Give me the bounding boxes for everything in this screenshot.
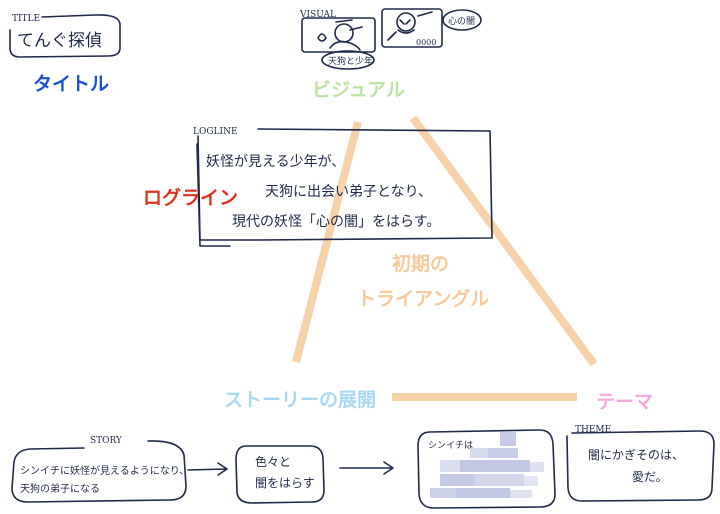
theme-line-2: 愛だ。	[632, 470, 668, 484]
label-visual: ビジュアル	[312, 79, 406, 101]
logline-tag: LOGLINE	[193, 127, 238, 137]
monster-figure	[387, 11, 433, 41]
monster-head	[396, 12, 416, 32]
logline-line-2: 天狗に出会い弟子となり、	[265, 184, 432, 200]
label-theme: テーマ	[596, 391, 654, 413]
logline-sketch: LOGLINE 妖怪が見える少年が、 天狗に出会い弟子となり、 現代の妖怪「心の…	[193, 127, 493, 247]
arrow-2	[339, 461, 394, 475]
story-box2-line-1: 色々と	[255, 455, 291, 469]
story-box2-line-2: 闇をはらす	[255, 476, 315, 490]
label-logline: ログライン	[143, 187, 239, 209]
blurred-region	[430, 432, 544, 498]
boy-figure	[317, 33, 327, 42]
logline-line-3: 現代の妖怪「心の闇」をはらす。	[232, 214, 440, 230]
story-sketch: STORY シンイチに妖怪が見えるようになり、 天狗の弟子になる 色々と 闇をは…	[11, 429, 556, 509]
visual-caption: 天狗と少年	[328, 55, 373, 67]
visual-frame-1	[301, 17, 376, 53]
story-box-3	[417, 429, 556, 509]
visual-bubble: 心の闇	[448, 16, 475, 27]
story-line-2: 天狗の弟子になる	[20, 482, 100, 495]
logline-line-1: 妖怪が見える少年が、	[206, 154, 345, 170]
theme-line-1: 闇にかぎそのは、	[588, 448, 684, 462]
arrow-1	[187, 462, 228, 476]
label-title: タイトル	[33, 73, 110, 95]
tengu-head	[334, 23, 354, 43]
caption-bubble	[321, 50, 375, 70]
svg-text:0000: 0000	[416, 38, 436, 47]
visual-tag: VISUAL	[299, 10, 336, 20]
story-box-2	[235, 445, 325, 504]
visual-frame-2	[381, 8, 443, 48]
label-triangle-1: 初期の	[392, 253, 450, 275]
theme-tag: THEME	[575, 425, 611, 435]
story-tag: STORY	[90, 436, 123, 446]
story-line-1: シンイチに妖怪が見えるようになり、	[20, 464, 189, 477]
label-triangle-2: トライアングル	[357, 288, 490, 310]
triangle-right-edge	[409, 115, 598, 367]
story-box3-tag: シンイチは	[428, 440, 473, 451]
title-sketch: TITLE てんぐ探偵	[9, 14, 121, 58]
tengu-figure	[329, 19, 363, 51]
bubble	[442, 9, 482, 31]
theme-sketch: THEME 闇にかぎそのは、 愛だ。	[566, 425, 715, 502]
triangle-left-edge	[292, 120, 362, 364]
visual-sketch: VISUAL 天狗と少年 0000 心の闇	[299, 8, 482, 70]
title-handwriting: てんぐ探偵	[17, 31, 102, 51]
label-story-development: ストーリーの展開	[224, 389, 377, 411]
title-tag: TITLE	[12, 14, 40, 24]
